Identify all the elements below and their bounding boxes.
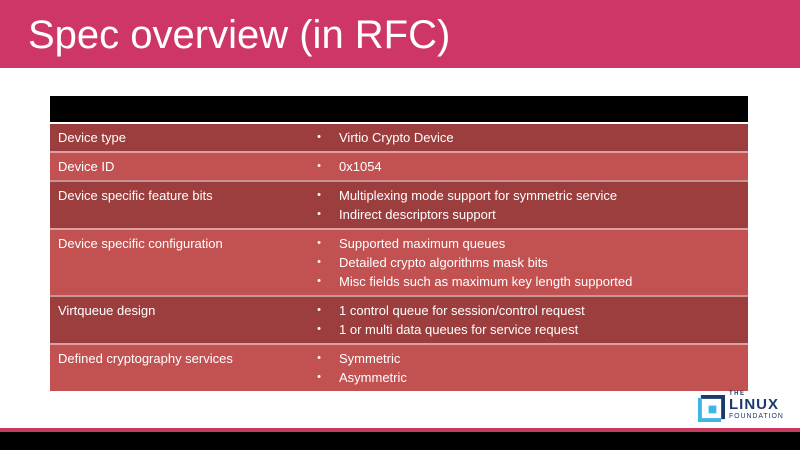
bullet-item: • 1 control queue for session/control req… [302,301,742,320]
row-item-text: 1 or multi data queues for service reque… [339,322,579,337]
row-label: Device type [58,130,126,145]
bullet-icon: • [317,208,321,220]
table-row: Device specific feature bits • Multiplexin… [50,180,748,228]
row-values: • Symmetric • Asymmetric [302,345,748,391]
bullet-item: • Virtio Crypto Device [302,128,742,147]
table-row: Defined cryptography services•Symmetric•… [50,343,748,391]
footer-bar [0,432,800,450]
bullet-icon: • [317,256,321,268]
bullet-item: • 0x1054 [302,157,742,176]
row-item-text: Indirect descriptors support [339,207,496,222]
bullet-icon: • [317,275,321,287]
row-item-text: 1 control queue for session/control requ… [339,303,585,318]
row-item-text: Multiplexing mode support for symmetric … [339,188,618,203]
row-values: • 0x1054 [302,153,748,180]
bullet-icon: • [317,160,321,172]
row-label: Device ID [58,159,115,174]
row-label: Defined cryptography services [58,351,233,366]
bullet-icon: • [317,131,321,143]
bullet-item: • Symmetric [302,349,742,368]
linux-foundation-logo: THE LINUX FOUNDATION [698,391,784,422]
bullet-item: • Indirect descriptors support [302,205,742,224]
table-row: Device ID • 0x1054 [50,151,748,180]
logo-linux-text: LINUX [729,396,779,413]
table-header-row [50,96,748,124]
row-values: • 1 control queue for session/control req… [302,297,748,343]
bullet-icon: • [317,189,321,201]
bullet-icon: • [317,237,321,249]
linux-foundation-icon [698,395,725,422]
footer-accent-line [0,428,800,432]
row-item-text: Asymmetric [339,370,407,385]
row-item-text: Virtio Crypto Device [339,130,454,145]
logo-the-text: THE [729,391,746,397]
bullet-item: • Detailed crypto algorithms mask bits [302,253,742,272]
row-item-text: Detailed crypto algorithms mask bits [339,255,548,270]
bullet-item: • Supported maximum queues [302,234,742,253]
row-values: • Supported maximum queues • Detailed crypt… [302,230,748,295]
row-item-text: Symmetric [339,351,401,366]
bullet-icon: • [317,323,321,335]
row-item-text: 0x1054 [339,159,382,174]
logo-foundation-text: FOUNDATION [729,413,784,420]
row-label: Device specific feature bits [58,188,213,203]
row-item-text: Misc fields such as maximum key length s… [339,274,633,289]
row-item-text: Supported maximum queues [339,236,506,251]
row-values: • Virtio Crypto Device [302,124,748,151]
table-row: Device specific configuration • Supported … [50,228,748,295]
row-values: • Multiplexing mode support for symmetric… [302,182,748,228]
row-label: Virtqueue design [58,303,156,318]
bullet-item: • Asymmetric [302,368,742,387]
bullet-icon: • [317,371,321,383]
bullet-item: • Misc fields such as maximum key length … [302,272,742,291]
row-label: Device specific configuration [58,236,223,251]
table-row: Virtqueue design • 1 control queue for ses… [50,295,748,343]
bullet-item: • Multiplexing mode support for symmetric… [302,186,742,205]
table-row: Device type • Virtio Crypto Device [50,124,748,151]
title-bar: Spec overview (in RFC) [0,0,800,68]
bullet-icon: • [317,304,321,316]
linux-foundation-wordmark: THE LINUX FOUNDATION [729,391,784,421]
bullet-item: • 1 or multi data queues for service requ… [302,320,742,339]
bullet-icon: • [317,352,321,364]
page-title: Spec overview (in RFC) [28,13,451,57]
